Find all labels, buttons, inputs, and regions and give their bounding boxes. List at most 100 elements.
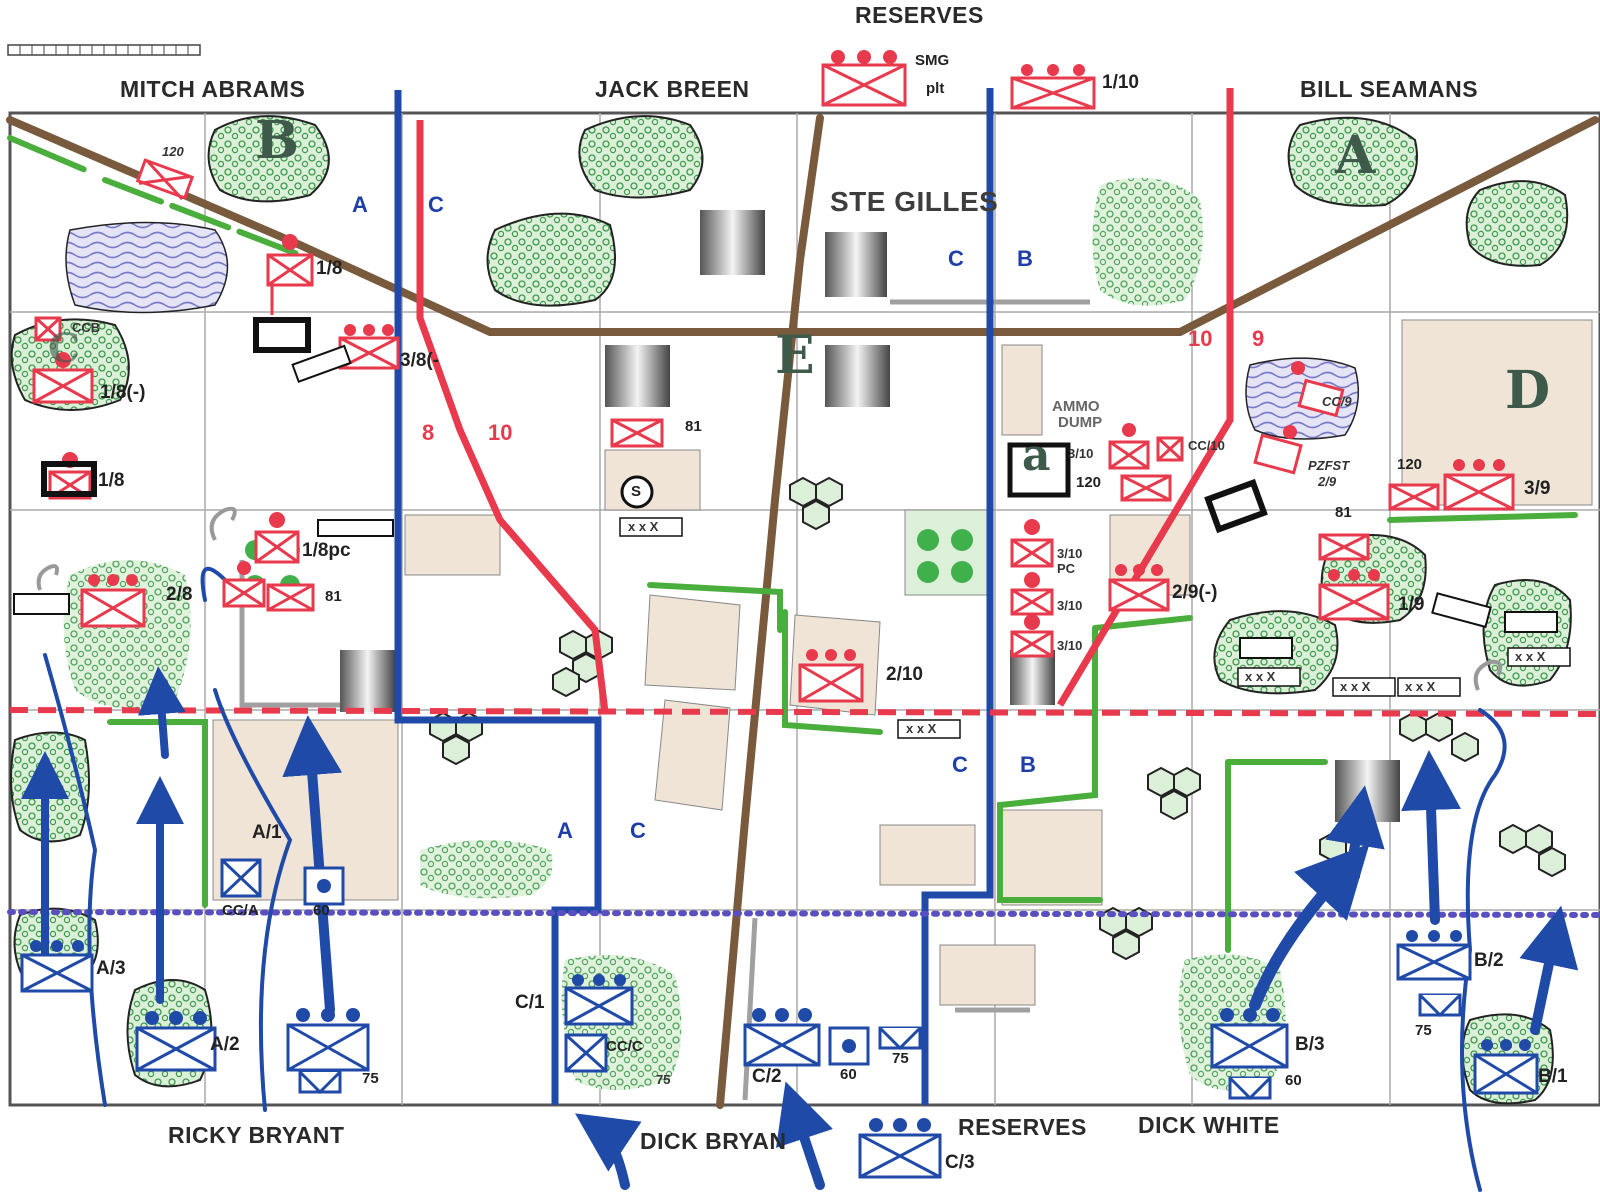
boundary-a-low: A [557,818,573,843]
unit-cc10: CC/10 [1188,438,1225,453]
attack-arrows [21,566,1579,1192]
unit-ammo: AMMO [1052,398,1100,415]
minefield-label-5: x x X [1405,679,1436,694]
infantry-unit-icon [1010,614,1054,658]
minefield-label-3: x x X [1245,669,1276,684]
infantry-unit-icon [20,940,94,993]
boundary-a-left: A [352,192,368,217]
mortar-unit-icon [135,158,195,201]
infantry-unit-icon [286,1008,370,1072]
unit-smg: SMG [915,52,950,69]
unit-1-10: 1/10 [1102,72,1139,93]
boundary-c-low: C [630,818,646,843]
mortar-unit-icon [303,866,345,906]
unit-3-10c: 3/10 [1057,638,1083,653]
unit-60c: 60 [1285,1072,1302,1089]
infantry-unit-icon [1443,459,1515,511]
boundary-c-low2: C [952,752,968,777]
unit-3-10b: 3/10 [1057,598,1083,613]
mortar-unit-icon [34,316,62,342]
commander-ricky-bryant: RICKY BRYANT [168,1122,345,1148]
unit-cc9: CC/9 [1322,394,1352,409]
infantry-unit-icon [32,352,94,404]
tank-icon [220,858,262,898]
infantry-unit-icon [1108,564,1170,612]
mortar-unit-icon [610,418,664,448]
unit-pzfst: PZFST [1308,458,1350,473]
unit-1-8a: 1/8 [316,258,343,279]
infantry-unit-icon [858,1118,942,1179]
boundary-c-left: C [428,192,444,217]
boundary-10: 10 [1188,326,1213,351]
commander-dick-bryan: DICK BRYAN [640,1128,787,1154]
unit-b3: B/3 [1295,1034,1325,1055]
reserves-bottom: RESERVES [958,1114,1087,1140]
commander-dick-white: DICK WHITE [1138,1112,1280,1138]
mortar-unit-icon [266,583,315,612]
unit-120a: 120 [162,144,184,159]
hedgerows [7,135,1578,953]
strongpoint-icon [620,475,654,509]
unit-75b: 75 [656,1072,671,1087]
unit-81c: 81 [1335,504,1352,521]
antitank-gun-icon [1418,993,1462,1018]
infantry-unit-icon [80,574,146,628]
friendly-unit-symbols [20,858,1539,1179]
unit-2-9-minus: 2/9(-) [1172,582,1218,603]
unit-3-9: 3/9 [1524,478,1551,499]
unit-b2: B/2 [1474,950,1504,971]
tank-icon [564,1033,608,1073]
infantry-unit-icon [821,50,907,107]
unit-75c: 75 [892,1050,909,1067]
mortar-unit-icon [828,1026,870,1066]
minefield-label-2: x x X [906,721,937,736]
unit-75d: 75 [1415,1022,1432,1039]
minefield-icon [619,517,1571,739]
antitank-gun-icon [878,1026,922,1051]
unit-1-9: 1/9 [1398,594,1425,615]
unit-a3: A/3 [96,958,126,979]
unit-75a: 75 [362,1070,379,1087]
infantry-unit-icon [798,649,864,703]
unit-81b: 81 [685,418,702,435]
infantry-unit-icon [743,1008,821,1067]
enemy-unit-symbols [32,50,1515,703]
infantry-unit-icon [1473,1039,1539,1095]
unit-c2: C/2 [752,1066,782,1087]
unit-c1: C/1 [515,992,545,1013]
infantry-unit-icon [1253,425,1303,475]
area-label-small-a: a [1022,430,1051,481]
minefield-label-4: x x X [1340,679,1371,694]
unit-60b: 60 [840,1066,857,1083]
unit-ccb: CCB [72,320,101,335]
unit-ccc: CC/C [606,1038,643,1055]
infantry-unit-icon [1010,519,1054,568]
unit-120c: 120 [1397,456,1423,473]
unit-pz-2-9: 2/9 [1318,474,1337,489]
infantry-unit-icon [135,1011,217,1072]
mortar-unit-icon [1388,483,1440,511]
commander-bill-seamans: BILL SEAMANS [1300,76,1479,102]
unit-3-10pc: 3/10 [1057,546,1083,561]
hex-woods [429,476,1566,961]
reserves-title: RESERVES [855,2,984,28]
town-name: STE GILLES [830,186,999,217]
area-label-b: B [255,110,299,171]
boundary-10b: 10 [488,420,513,445]
minefield-label-6: x x X [1515,649,1546,664]
infantry-unit-icon [338,324,400,370]
infantry-unit-icon [1010,64,1096,110]
unit-b1: B/1 [1538,1066,1568,1087]
infantry-unit-icon [266,234,314,315]
strongpoint-label: S [631,483,642,500]
infantry-unit-icon [1291,361,1345,418]
unit-pc: PC [1057,561,1076,576]
infantry-unit-icon [564,974,634,1026]
infantry-unit-icon [1210,1008,1289,1069]
bunker-icon [41,317,1268,534]
unit-3-8: 3/8(- [400,350,440,371]
infantry-unit-icon [1108,423,1150,470]
antitank-gun-icon [1228,1076,1272,1101]
infantry-unit-icon [1396,930,1472,981]
